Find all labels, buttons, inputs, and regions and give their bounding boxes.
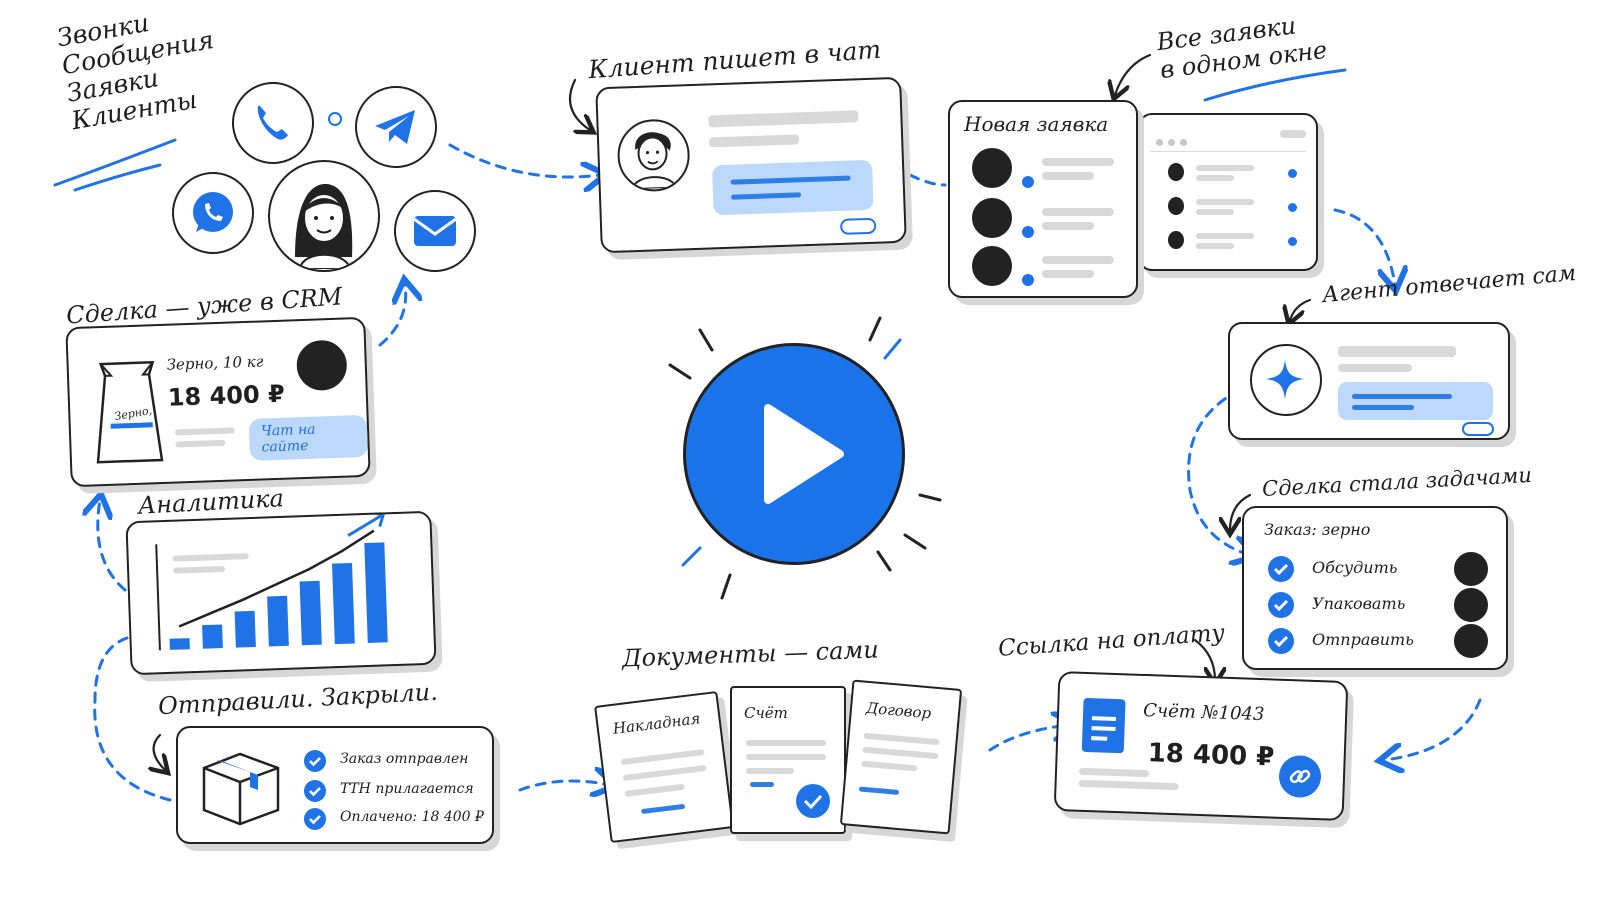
box-icon xyxy=(202,752,280,826)
assignee-avatar xyxy=(1454,552,1488,586)
whatsapp-icon xyxy=(193,192,233,232)
phone-icon xyxy=(257,106,288,140)
check-icon xyxy=(1268,556,1294,582)
closing-card[interactable]: Заказ отправлен ТТН прилагается Оплачено… xyxy=(176,726,494,844)
doc-card-invoice[interactable]: Счёт xyxy=(730,686,846,834)
closing-item-label: ТТН прилагается xyxy=(340,781,474,797)
closing-item-label: Оплачено: 18 400 ₽ xyxy=(340,809,484,825)
invoice-line xyxy=(1078,767,1150,778)
doc-card-contract[interactable]: Договор xyxy=(839,679,963,835)
check-icon xyxy=(304,808,326,830)
analytics-card[interactable] xyxy=(125,510,437,676)
deal-line xyxy=(174,427,236,436)
analytics-bar xyxy=(299,580,322,646)
agent-card[interactable] xyxy=(1228,322,1510,440)
woman-avatar-icon xyxy=(295,184,353,270)
invoice-card[interactable]: Счёт №1043 18 400 ₽ xyxy=(1053,670,1349,822)
telegram-icon xyxy=(375,110,415,144)
task-label: Отправить xyxy=(1312,630,1414,649)
task-row[interactable]: Отправить xyxy=(1268,624,1498,658)
agent-line xyxy=(1338,346,1456,357)
task-row[interactable]: Упаковать xyxy=(1268,588,1498,622)
check-icon xyxy=(304,750,326,772)
bubble-line xyxy=(730,175,851,185)
analytics-bar xyxy=(267,595,289,647)
deal-owner-avatar xyxy=(295,339,348,392)
inbox-list-card[interactable] xyxy=(1138,113,1318,271)
chat-message-bubble xyxy=(711,159,874,216)
analytics-chart xyxy=(155,512,388,651)
agent-reply-bubble xyxy=(1338,382,1493,420)
deal-line xyxy=(175,439,226,448)
analytics-bar xyxy=(234,610,256,648)
analytics-bar xyxy=(169,638,190,650)
new-request-card[interactable]: Новая заявка xyxy=(948,100,1138,298)
play-button[interactable] xyxy=(683,343,905,565)
list-row[interactable] xyxy=(1168,231,1298,255)
requester-avatar xyxy=(972,148,1012,188)
analytics-bar xyxy=(364,542,388,644)
order-title: Заказ: зерно xyxy=(1264,520,1371,539)
new-request-title: Новая заявка xyxy=(964,112,1109,136)
list-row[interactable] xyxy=(1168,163,1298,187)
doc-title: Накладная xyxy=(611,709,702,738)
invoice-line xyxy=(1078,779,1179,791)
client-avatar xyxy=(616,118,691,193)
bag-icon xyxy=(96,360,164,464)
check-icon xyxy=(1268,592,1294,618)
channel-link-dot xyxy=(328,112,342,126)
doc-title: Счёт xyxy=(744,704,788,722)
deal-card[interactable]: Зерно, Зерно, 10 кг 18 400 ₽ Чат на сайт… xyxy=(65,316,371,488)
chat-card[interactable] xyxy=(595,76,907,254)
agent-avatar xyxy=(1250,344,1322,416)
tasks-card[interactable]: Заказ: зерно Обсудить Упаковать Отправит… xyxy=(1242,506,1508,670)
list-divider xyxy=(1150,151,1306,152)
request-row[interactable] xyxy=(972,148,1132,190)
chat-line xyxy=(708,110,859,128)
deal-price: 18 400 ₽ xyxy=(167,379,286,412)
document-icon xyxy=(1081,697,1126,754)
closing-item-label: Заказ отправлен xyxy=(340,751,469,767)
telegram-channel-circle[interactable] xyxy=(355,86,437,168)
request-row[interactable] xyxy=(972,198,1132,240)
task-label: Обсудить xyxy=(1312,558,1398,577)
window-toolbar xyxy=(1280,130,1306,138)
check-icon xyxy=(304,780,326,802)
assignee-avatar xyxy=(1454,588,1488,622)
bubble-line xyxy=(731,192,802,200)
play-icon xyxy=(764,404,844,504)
send-icon[interactable] xyxy=(839,217,877,235)
mail-icon xyxy=(413,216,457,246)
requester-avatar xyxy=(972,198,1012,238)
client-avatar-center xyxy=(268,160,380,272)
source-chip[interactable]: Чат на сайте xyxy=(248,414,369,461)
task-row[interactable]: Обсудить xyxy=(1268,552,1498,586)
invoice-title: Счёт №1043 xyxy=(1142,699,1265,726)
link-icon xyxy=(1289,769,1311,784)
whatsapp-channel-circle[interactable] xyxy=(172,172,254,254)
phone-channel-circle[interactable] xyxy=(232,82,314,164)
man-avatar-icon xyxy=(631,132,678,191)
deal-product: Зерно, 10 кг xyxy=(166,352,264,374)
analytics-bar xyxy=(202,624,223,649)
doc-title: Договор xyxy=(865,698,932,723)
chat-line xyxy=(709,134,800,148)
assignee-avatar xyxy=(1454,624,1488,658)
invoice-amount: 18 400 ₽ xyxy=(1147,738,1275,773)
agent-send-icon[interactable] xyxy=(1462,422,1494,436)
mail-channel-circle[interactable] xyxy=(394,190,476,272)
link-button[interactable] xyxy=(1278,754,1322,799)
window-dots xyxy=(1156,131,1187,150)
analytics-bar xyxy=(332,562,355,645)
agent-line xyxy=(1338,364,1412,372)
requester-avatar xyxy=(972,246,1012,286)
signed-check-icon xyxy=(796,784,830,818)
request-row[interactable] xyxy=(972,246,1132,288)
check-icon xyxy=(1268,628,1294,654)
sparkle-icon xyxy=(1266,360,1304,399)
task-label: Упаковать xyxy=(1312,594,1406,613)
doc-card-waybill[interactable]: Накладная xyxy=(594,690,734,844)
list-row[interactable] xyxy=(1168,197,1298,221)
